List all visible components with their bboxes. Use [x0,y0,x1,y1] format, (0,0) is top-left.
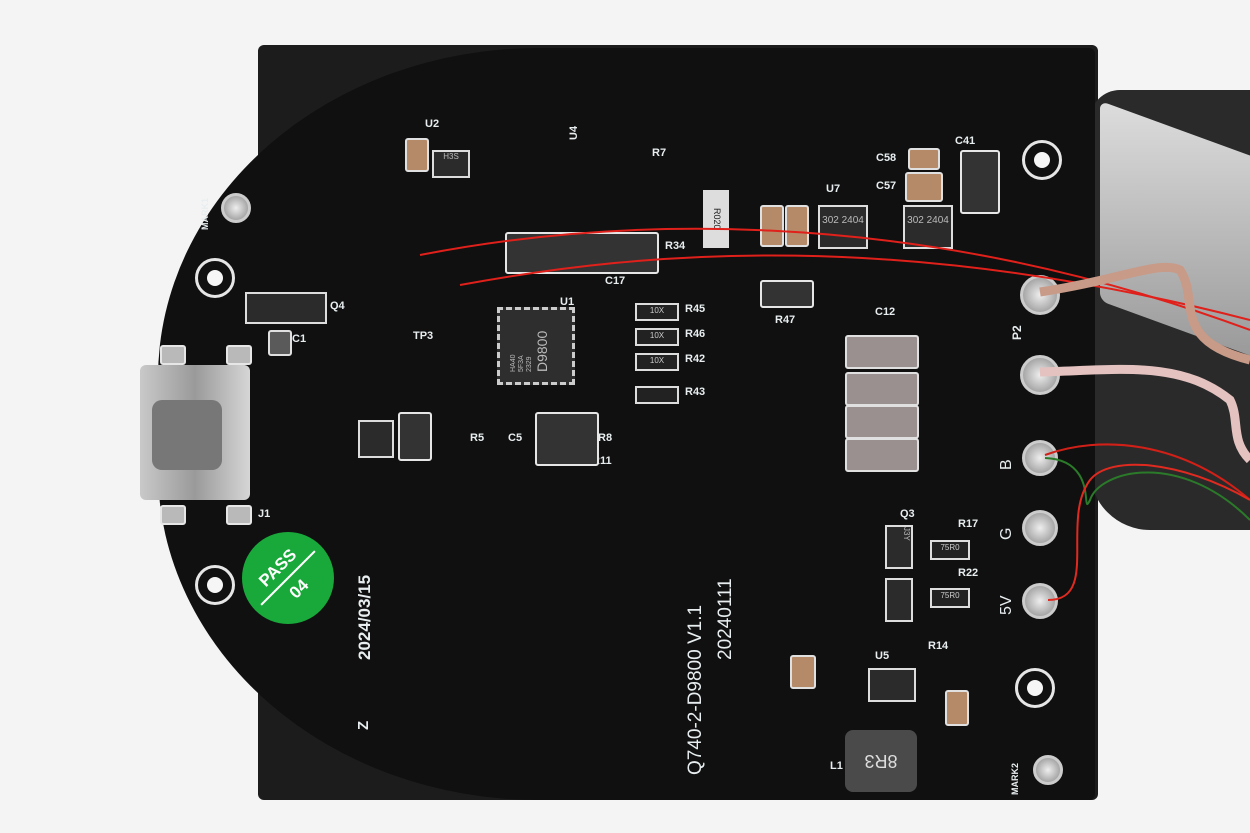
r22-resistor: 75R0 [930,588,970,608]
j1-label: J1 [258,508,271,520]
bulk-capacitor [845,335,919,369]
r45-label: R45 [685,303,706,315]
c17-label: C17 [605,275,626,287]
r43-label: R43 [685,386,706,398]
red-wire [1047,463,1250,601]
c58-label: C58 [876,152,897,164]
r43-resistor [635,386,679,404]
red-wire [459,254,1250,321]
component-cluster [960,150,1000,214]
tp3-label: TP3 [413,330,434,342]
q4-label: Q4 [330,300,345,312]
u5-chip [868,668,916,702]
shunt-resistor: R020 [703,190,729,248]
r47-label: R47 [775,314,796,326]
usb-pad [160,505,186,525]
u7-chip: 302 2404 [818,205,868,249]
c41-label: C41 [955,135,976,147]
r7-label: R7 [652,147,667,159]
u5-label: U5 [875,650,890,662]
fiducial-mark1 [221,193,251,223]
c57-label: C57 [876,180,897,192]
c1-capacitor [268,330,292,356]
r46-label: R46 [685,328,706,340]
mounting-hole [195,565,235,605]
resistor-value: 75R0 [940,543,960,552]
r42-label: R42 [685,353,706,365]
q3-transistor: J3Y [885,525,913,569]
r5-label: R5 [470,432,485,444]
mounting-hole [195,258,235,298]
sleeved-wire [1039,364,1250,464]
q3-label: Q3 [900,508,915,520]
u2-chip: H3S [432,150,470,178]
u8-chip: 302 2404 [903,205,953,249]
red-wire [1044,443,1250,501]
capacitor [785,205,809,247]
c5-label: C5 [508,432,523,444]
r14-label: R14 [928,640,949,652]
fiducial-mark2 [1033,755,1063,785]
resistor-value: 75R0 [940,591,960,600]
mcu-chip: HA40 5F3A 2329 D9800 [497,307,575,385]
r42-resistor: 10X [635,353,679,371]
green-wire [1044,457,1250,521]
usb-pad [226,345,252,365]
bulk-capacitor [845,438,919,472]
mounting-hole [1022,140,1062,180]
r17-resistor: 75R0 [930,540,970,560]
component-cluster [760,280,814,308]
resistor-value: 10X [649,356,665,365]
capacitor [405,138,429,172]
q1-chip [358,420,394,458]
c12-label: C12 [875,306,896,318]
component-cluster [535,412,599,466]
q3-marking: J3Y [902,527,911,541]
pad-g [1022,510,1058,546]
sleeved-wire [1039,262,1250,365]
u2-label: U2 [425,118,440,130]
component-cluster [398,412,432,461]
c58-capacitor [908,148,940,170]
u2-marking: H3S [443,152,459,161]
q2-transistor [885,578,913,622]
wire-pad-1 [1020,275,1060,315]
red-wire [419,227,1250,331]
u8-marking: 302 2404 [907,215,949,226]
resistor-value: 10X [649,331,665,340]
mounting-hole [1015,668,1055,708]
r34-label: R34 [665,240,686,252]
q4-diode [245,292,327,324]
c57-capacitor [905,172,943,202]
usb-pad [226,505,252,525]
u1-label: U1 [560,296,575,308]
c1-label: C1 [292,333,307,345]
pad-5v [1022,583,1058,619]
r8-label: R8 [598,432,613,444]
r17-label: R17 [958,518,979,530]
usb-pad [160,345,186,365]
capacitor [790,655,816,689]
l1-label: L1 [830,760,843,772]
r46-resistor: 10X [635,328,679,346]
r45-resistor: 10X [635,303,679,321]
usb-c-port [152,400,222,470]
resistor-value: 10X [649,306,665,315]
capacitor [760,205,784,247]
capacitor [945,690,969,726]
u7-marking: 302 2404 [822,215,864,226]
r22-label: R22 [958,567,979,579]
shunt-marking: R020 [712,208,722,230]
u7-label: U7 [826,183,841,195]
